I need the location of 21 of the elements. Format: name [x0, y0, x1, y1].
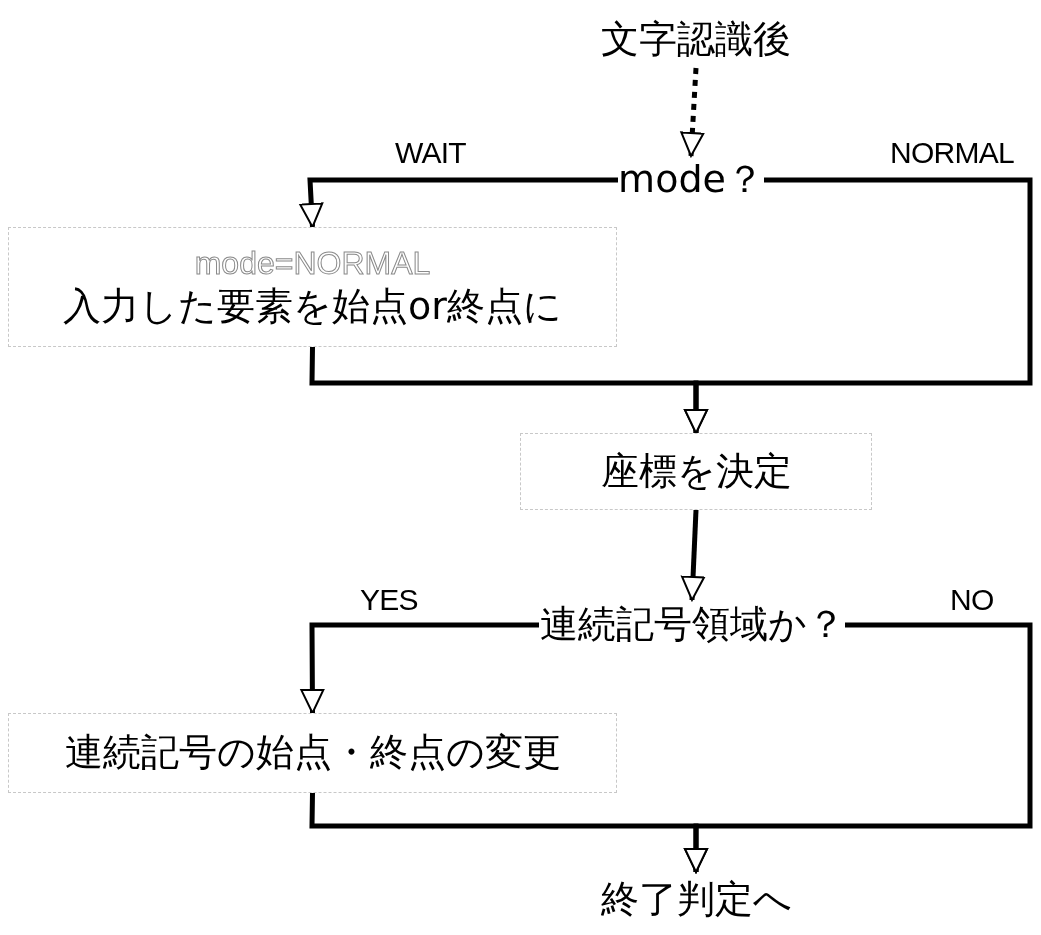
step-text: 入力した要素を始点or終点に — [63, 283, 562, 331]
terminal-text: 終了判定へ — [566, 872, 826, 928]
connector-arrow — [681, 509, 705, 601]
connector-arrow — [300, 622, 539, 714]
outlined-text: mode=NORMAL — [194, 244, 431, 284]
process-box — [8, 713, 617, 793]
decision-text: mode？ — [618, 156, 764, 204]
connector-arrow — [309, 346, 708, 434]
edge-label: NORMAL — [890, 138, 1014, 168]
step-text: 座標を決定 — [600, 447, 792, 495]
step-text: 連続記号の始点・終点の変更 — [64, 729, 561, 777]
edge-label: YES — [360, 585, 418, 615]
process-box — [520, 433, 872, 510]
connector-arrow — [680, 67, 705, 157]
process-box — [8, 227, 617, 347]
connector-arrow — [299, 177, 618, 228]
terminal-text: 文字認識後 — [566, 12, 826, 68]
decision-text: 連続記号領域か？ — [539, 600, 845, 650]
edge-label: WAIT — [395, 138, 466, 168]
edge-label: NO — [950, 585, 994, 615]
connector-arrow — [309, 792, 708, 873]
